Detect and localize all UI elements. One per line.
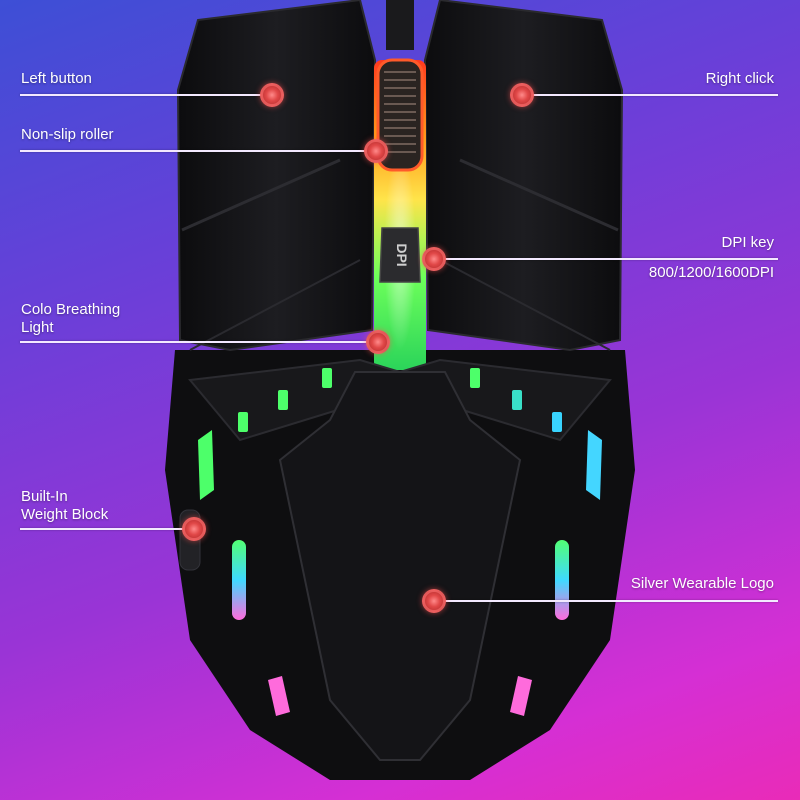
leader-weight-block [20, 528, 194, 530]
leader-breathing-light [20, 341, 378, 343]
top-led-segments [238, 368, 562, 432]
callout-dot-weight-block [182, 517, 206, 541]
label-dpi-key: DPI key [721, 234, 774, 251]
label-left-button: Left button [21, 70, 92, 87]
right-side-led [555, 540, 569, 620]
label-breathing-light-line2: Light [21, 319, 54, 336]
callout-dot-roller [364, 139, 388, 163]
callout-dot-silver-logo [422, 589, 446, 613]
mouse-cable [386, 0, 414, 50]
leader-dpi-key [434, 258, 778, 260]
leader-silver-logo [434, 600, 778, 602]
palm-center-panel [278, 371, 522, 761]
callout-dot-dpi [422, 247, 446, 271]
label-weight-block-line2: Weight Block [21, 506, 109, 523]
callout-dot-left-button [260, 83, 284, 107]
label-right-click: Right click [705, 70, 774, 87]
mouse-left-button [176, 0, 377, 352]
dpi-button [379, 227, 421, 283]
mouse-right-button [423, 0, 624, 352]
label-breathing-light-line1: Colo Breathing [21, 301, 121, 318]
callout-dot-breathing-light [366, 330, 390, 354]
left-side-led [232, 540, 246, 620]
label-weight-block-line1: Built-In [21, 488, 68, 505]
label-dpi-values: 800/1200/1600DPI [648, 264, 774, 281]
leader-left-button [20, 94, 272, 96]
leader-non-slip-roller [20, 150, 376, 152]
leader-right-click [522, 94, 778, 96]
label-silver-logo: Silver Wearable Logo [630, 575, 774, 592]
callout-dot-right-click [510, 83, 534, 107]
dpi-button-label: DPI [394, 243, 410, 266]
label-non-slip-roller: Non-slip roller [21, 126, 114, 143]
